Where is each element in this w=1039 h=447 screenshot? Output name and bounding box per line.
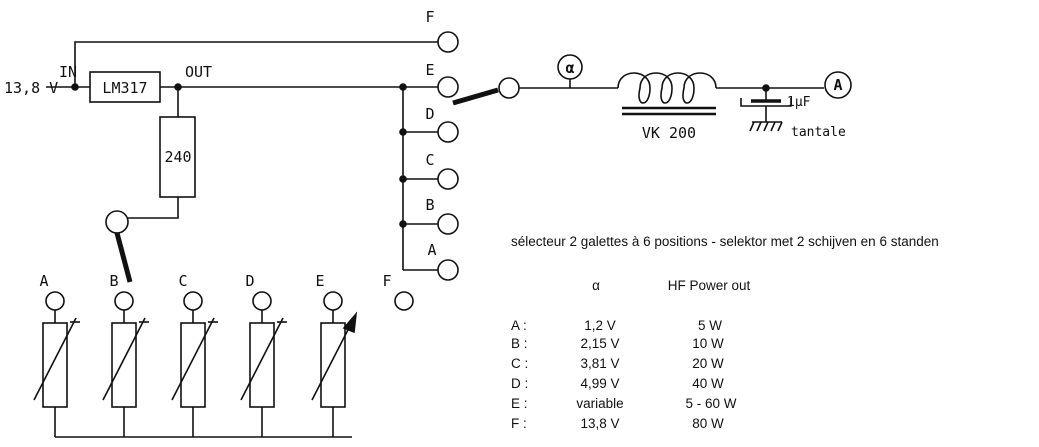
table-row-c-power: 20 W [692,356,724,371]
switch-label-e: E [425,61,434,79]
table-row-a-power: 5 W [698,318,722,333]
table-row-b-alpha: 2,15 V [580,336,619,351]
table-row-d-pos: D : [511,376,528,391]
adj-wire [128,197,179,219]
contact-upper-f [437,31,459,53]
switch-label-d: D [425,105,434,123]
choke-label: VK 200 [642,124,696,142]
output-terminal-circle [824,71,852,99]
table-row-a-alpha: 1,2 V [584,318,616,333]
contact-upper-e [437,76,459,98]
upper-wafer-wiper [452,87,499,106]
lower-wafer-common [105,210,129,234]
contact-upper-d [437,121,459,143]
trimmer-e-variable [311,291,358,437]
trimmer-label-e: E [315,272,324,290]
capacitor-value-label: 1µF [787,95,811,110]
table-row-f-power: 80 W [692,416,724,431]
trimmer-c [171,291,218,437]
table-header-alpha: α [592,278,600,293]
table-row-f-pos: F : [511,416,527,431]
table-row-b-power: 10 W [692,336,724,351]
contact-lower-f [394,291,414,311]
trimmer-label-d: D [245,272,254,290]
trimmer-a [33,291,80,437]
trimmer-label-c: C [178,272,187,290]
table-row-a-pos: A : [511,318,527,333]
output-terminal-label: A [833,76,842,94]
table-row-f-alpha: 13,8 V [580,416,619,431]
contact-upper-b [437,213,459,235]
vk200-coil [617,72,717,104]
pin-out-label: OUT [185,63,212,81]
switch-label-f: F [425,8,434,26]
table-row-d-alpha: 4,99 V [580,376,619,391]
lower-wafer-wiper [114,232,133,283]
table-row-c-alpha: 3,81 V [580,356,619,371]
calibration-table: α HF Power out A : 1,2 V 5 W B : 2,15 V … [511,278,751,431]
table-header-power: HF Power out [668,278,751,293]
lower-wafer-f-label: F [382,272,391,290]
table-row-c-pos: C : [511,356,528,371]
contact-upper-c [437,168,459,190]
selector-caption: sélecteur 2 galettes à 6 positions - sel… [511,234,939,249]
table-row-e-power: 5 - 60 W [685,396,736,411]
trimmer-b [102,291,149,437]
capacitor-type-label: tantale [791,125,846,140]
switch-label-b: B [425,196,434,214]
trimmer-label-b: B [109,272,118,290]
switch-label-a: A [427,241,436,259]
bypass-wire-f [74,41,438,87]
upper-wafer-common [498,77,520,99]
table-row-d-power: 40 W [692,376,724,391]
switch-label-c: C [425,151,434,169]
contact-upper-a [437,259,459,281]
table-row-e-alpha: variable [576,396,623,411]
trimmer-d [240,291,287,437]
regulator-label: LM317 [102,79,147,97]
resistor-label: 240 [164,148,191,166]
table-row-e-pos: E : [511,396,528,411]
trimmer-label-a: A [39,272,48,290]
pin-in-label: IN [59,63,77,81]
table-row-b-pos: B : [511,336,528,351]
input-voltage-label: 13,8 V [4,79,58,97]
alpha-meter-label: α [565,59,574,77]
